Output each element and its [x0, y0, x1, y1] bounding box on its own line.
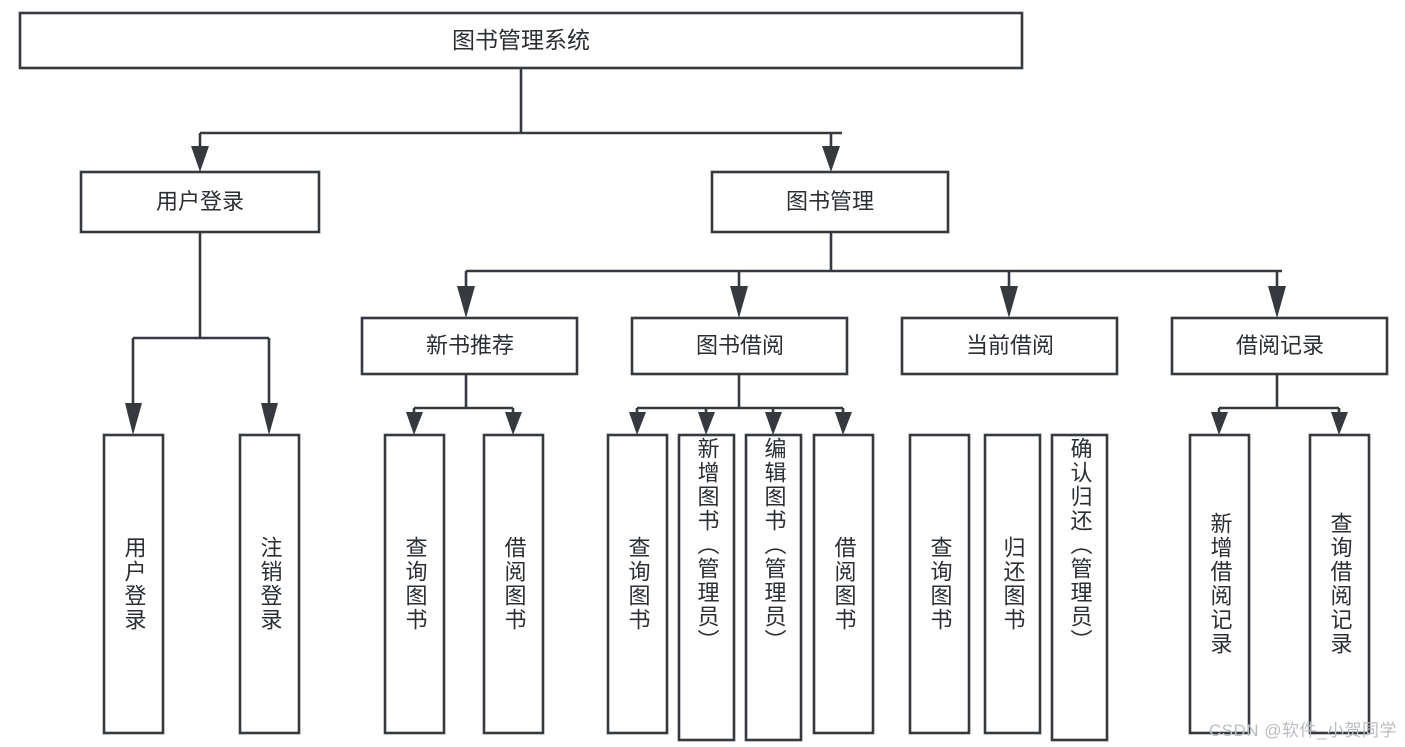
node-root-box[interactable]: [18, 11, 1024, 70]
connector-group-root: [191, 68, 842, 172]
leaf-query-book-3-box[interactable]: [908, 433, 971, 735]
connector-group-borrow-record: [1211, 374, 1348, 435]
leaf-confirm-return-box[interactable]: [1050, 433, 1109, 742]
node-book-borrow-box[interactable]: [630, 316, 849, 376]
arrow-head-leaf-query-record: [1331, 412, 1348, 435]
node-new-book-recommend[interactable]: 新书推荐: [360, 316, 579, 376]
arrow-head-book-manage: [822, 146, 840, 172]
csdn-watermark: CSDN @软件_小贺同学: [1208, 721, 1397, 740]
node-book-manage-box[interactable]: [710, 170, 950, 234]
arrow-head-borrow-record: [1268, 286, 1286, 318]
node-borrow-record-label: 借阅记录: [1236, 333, 1324, 358]
arrow-head-leaf-edit-book: [765, 412, 782, 435]
arrow-head-leaf-borrow-book-2: [835, 412, 852, 435]
leaf-boxes: [102, 433, 1371, 742]
node-current-borrow-box[interactable]: [900, 316, 1119, 376]
leaf-borrow-book-1-box[interactable]: [482, 433, 545, 735]
node-borrow-record[interactable]: 借阅记录: [1170, 316, 1389, 376]
node-user-login[interactable]: 用户登录: [79, 170, 321, 234]
arrow-head-leaf-add-record: [1211, 412, 1228, 435]
leaf-add-book-box[interactable]: [677, 433, 736, 742]
arrow-head-leaf-query-book-1: [406, 412, 423, 435]
leaf-query-book-1-box[interactable]: [383, 433, 446, 735]
arrow-head-leaf-query-book-2: [629, 412, 646, 435]
node-book-borrow-label: 图书借阅: [696, 333, 784, 358]
leaf-edit-book-box[interactable]: [744, 433, 803, 742]
arrow-head-user-login: [191, 146, 209, 172]
leaf-add-record-box[interactable]: [1188, 433, 1251, 735]
arrow-head-leaf-logout: [261, 403, 278, 435]
connector-group-new-book-recommend: [406, 374, 522, 435]
node-book-borrow[interactable]: 图书借阅: [630, 316, 849, 376]
node-new-book-recommend-label: 新书推荐: [426, 333, 514, 358]
arrow-head-leaf-user-login: [125, 403, 142, 435]
node-book-manage-label: 图书管理: [786, 189, 874, 214]
arrow-head-current-borrow: [1000, 286, 1018, 318]
node-borrow-record-box[interactable]: [1170, 316, 1389, 376]
node-current-borrow-label: 当前借阅: [966, 333, 1054, 358]
node-user-login-label: 用户登录: [156, 189, 244, 214]
node-current-borrow[interactable]: 当前借阅: [900, 316, 1119, 376]
leaf-borrow-book-2-box[interactable]: [812, 433, 875, 735]
connector-group-user-login: [125, 232, 278, 435]
node-book-manage[interactable]: 图书管理: [710, 170, 950, 234]
arrow-head-leaf-borrow-book-1: [505, 412, 522, 435]
arrow-head-leaf-add-book: [698, 412, 715, 435]
leaf-query-record-box[interactable]: [1308, 433, 1371, 735]
leaf-user-login-box[interactable]: [102, 433, 165, 735]
leaf-logout-box[interactable]: [238, 433, 301, 735]
node-new-book-recommend-box[interactable]: [360, 316, 579, 376]
node-root-label: 图书管理系统: [452, 27, 590, 53]
arrow-head-book-borrow: [730, 286, 748, 318]
node-root[interactable]: 图书管理系统: [18, 11, 1024, 70]
connector-group-book-manage: [457, 232, 1286, 318]
arrow-head-new-book-recommend: [457, 286, 475, 318]
leaf-query-book-2-box[interactable]: [606, 433, 669, 735]
connector-group-book-borrow: [629, 374, 852, 435]
leaf-return-book-box[interactable]: [983, 433, 1042, 735]
node-user-login-box[interactable]: [79, 170, 321, 234]
